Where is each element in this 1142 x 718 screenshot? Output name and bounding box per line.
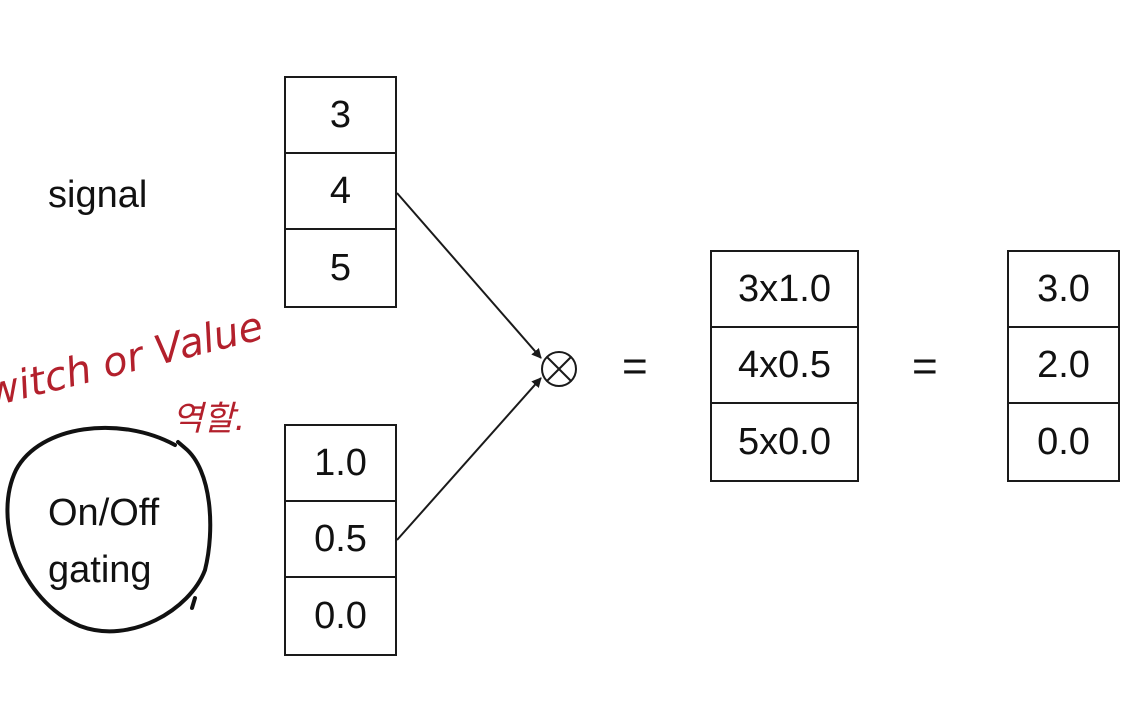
handwritten-circle <box>5 425 213 634</box>
product-cell: 5x0.0 <box>738 420 831 463</box>
signal-cell: 5 <box>329 246 352 289</box>
signal-arrow <box>396 192 542 359</box>
result-vector: 3.0 2.0 0.0 <box>1007 250 1120 482</box>
gate-vector: 1.0 0.5 0.0 <box>284 424 397 656</box>
result-cell: 3.0 <box>1009 252 1118 328</box>
signal-vector: 3 4 5 <box>284 76 397 308</box>
multiply-operator-icon <box>541 351 577 387</box>
product-vector: 3x1.0 4x0.5 5x0.0 <box>710 250 859 482</box>
gating-label-line2: gating <box>48 549 152 591</box>
product-cell: 4x0.5 <box>712 328 857 404</box>
gating-label-line1: On/Off <box>48 492 160 534</box>
equals-sign: = <box>622 342 648 391</box>
signal-cell: 3 <box>286 78 395 154</box>
gate-cell: 1.0 <box>286 426 395 502</box>
product-cell: 3x1.0 <box>712 252 857 328</box>
gate-cell: 0.0 <box>314 594 367 637</box>
result-cell: 0.0 <box>1037 420 1090 463</box>
signal-cell: 4 <box>286 154 395 230</box>
gate-arrow <box>396 377 542 541</box>
result-cell: 2.0 <box>1009 328 1118 404</box>
equals-sign: = <box>912 342 938 391</box>
signal-label: signal <box>48 174 148 216</box>
handwritten-note-line2: 역할. <box>172 399 245 439</box>
gate-cell: 0.5 <box>286 502 395 578</box>
